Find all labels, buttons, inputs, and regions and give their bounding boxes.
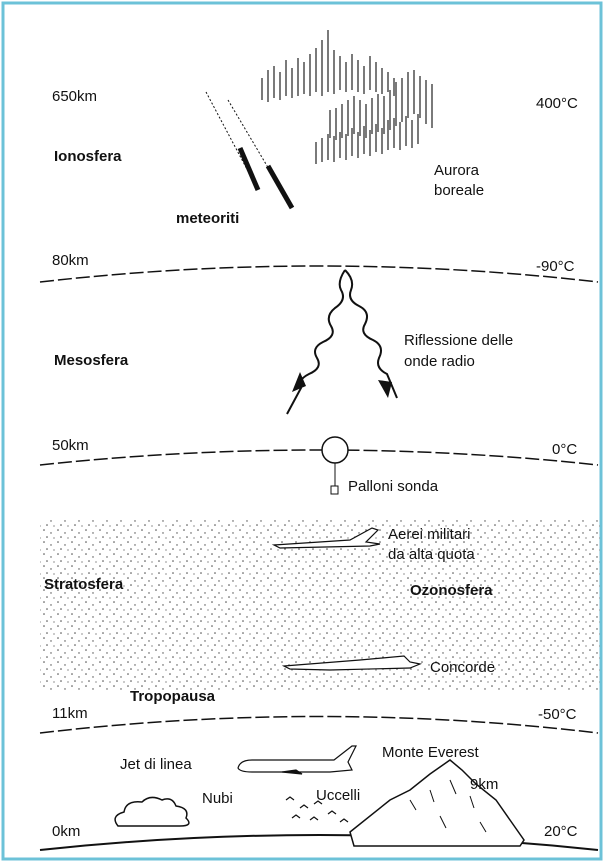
layer-stratosfera: Stratosfera — [44, 576, 123, 593]
layer-tropopausa: Tropopausa — [130, 688, 215, 705]
layer-ozonosfera: Ozonosfera — [410, 582, 493, 599]
temperature-label-stratopause: 0°C — [552, 441, 577, 458]
riflessione-label-line1: Riflessione delle — [404, 332, 513, 349]
altitude-label-11km: 11km — [52, 705, 88, 722]
riflessione-label-line2: onde radio — [404, 353, 475, 370]
monte-everest-label: Monte Everest — [382, 744, 479, 761]
jet-label: Jet di linea — [120, 756, 192, 773]
frame-border — [3, 3, 601, 859]
palloni-label: Palloni sonda — [348, 478, 438, 495]
nubi-label: Nubi — [202, 790, 233, 807]
uccelli-label: Uccelli — [316, 787, 360, 804]
altitude-label-0km: 0km — [52, 823, 80, 840]
altitude-label-9km: 9km — [470, 776, 498, 793]
aerei-label-line2: da alta quota — [388, 546, 475, 563]
temperature-label-mesopause: -90°C — [536, 258, 575, 275]
layer-ionosfera: Ionosfera — [54, 148, 122, 165]
altitude-label-80km: 80km — [52, 252, 89, 269]
meteoriti-label: meteoriti — [176, 210, 239, 227]
altitude-label-650km: 650km — [52, 88, 97, 105]
temperature-label-top: 400°C — [536, 95, 578, 112]
aerei-label-line1: Aerei militari — [388, 526, 471, 543]
aurora-label-line2: boreale — [434, 182, 484, 199]
concorde-label: Concorde — [430, 659, 495, 676]
aurora-label-line1: Aurora — [434, 162, 479, 179]
layer-mesosfera: Mesosfera — [54, 352, 128, 369]
temperature-label-ground: 20°C — [544, 823, 578, 840]
temperature-label-tropopause: -50°C — [538, 706, 577, 723]
altitude-label-50km: 50km — [52, 437, 89, 454]
